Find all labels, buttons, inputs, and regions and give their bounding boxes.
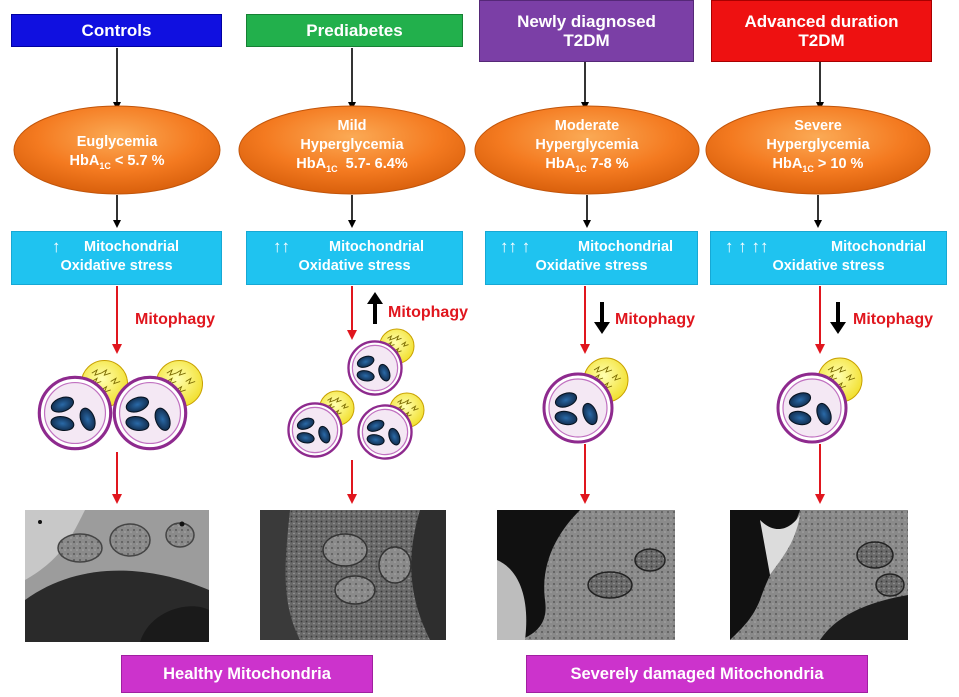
glycemia-label: Euglycemia — [76, 134, 158, 150]
electron-micrograph-advanced-duration — [730, 510, 908, 640]
oxidative-label: Mitochondrial — [329, 239, 425, 255]
glycemia-label: Hyperglycemia — [300, 137, 404, 153]
oxidative-arrows: ↑ ↑ ↑↑ — [725, 237, 769, 256]
hba1c-value: HbA1C > 10 % — [713, 155, 923, 179]
glycemia-label: Severe — [794, 118, 842, 134]
oxidative-arrows: ↑↑ — [273, 237, 290, 256]
oxidative-label: Mitochondrial — [84, 239, 180, 255]
hba-prefix: HbA — [545, 156, 576, 172]
glycemia-ellipse — [474, 105, 700, 195]
oxidative-stress-box-newly-diagnosed: ↑↑ ↑ Mitochondrial Oxidative stress — [485, 231, 698, 285]
oxidative-arrows: ↑ — [52, 237, 61, 256]
hba1c-value: HbA1C < 5.7 % — [17, 152, 217, 176]
header-label: Controls — [81, 21, 152, 40]
header-controls: Controls — [11, 14, 222, 47]
hba1c-value: HbA1C 5.7- 6.4% — [247, 155, 457, 179]
oxidative-arrows: ↑↑ ↑ — [500, 237, 531, 256]
header-prediabetes: Prediabetes — [246, 14, 463, 47]
hba-prefix: HbA — [772, 156, 803, 172]
mitophagy-label: Mitophagy — [135, 311, 215, 328]
header-advanced-duration: Advanced duration T2DM — [711, 0, 932, 62]
glycemia-label: Mild — [337, 118, 367, 134]
hba-prefix: HbA — [296, 156, 327, 172]
damaged-mitochondria-label: Severely damaged Mitochondria — [526, 655, 868, 693]
decrease-arrow-icon — [594, 302, 610, 334]
autophagosome-icon — [542, 357, 629, 444]
hba-subscript: 1C — [326, 163, 338, 174]
hba-subscript: 1C — [575, 163, 587, 174]
hba-subscript: 1C — [802, 163, 814, 174]
autophagosome-icon — [37, 360, 129, 451]
autophagosome-icon — [347, 328, 415, 396]
oxidative-label: Mitochondrial — [831, 239, 927, 255]
header-label: Prediabetes — [306, 21, 403, 40]
oxidative-label: Mitochondrial — [578, 239, 674, 255]
header-label: Newly diagnosed — [517, 12, 656, 31]
oxidative-label: Oxidative stress — [298, 258, 411, 274]
header-label: Advanced duration — [744, 12, 899, 31]
autophagosome-icon — [776, 357, 863, 444]
oxidative-stress-box-controls: ↑ Mitochondrial Oxidative stress — [11, 231, 222, 285]
oxidative-label: Oxidative stress — [535, 258, 648, 274]
autophagosome-icon — [357, 392, 425, 460]
autophagosome-icon — [287, 390, 355, 458]
oxidative-label: Oxidative stress — [772, 258, 885, 274]
electron-micrograph-newly-diagnosed — [497, 510, 675, 640]
glycemia-ellipse — [238, 105, 466, 195]
header-newly-diagnosed: Newly diagnosed T2DM — [479, 0, 694, 62]
hba-threshold: < 5.7 % — [110, 153, 165, 169]
mitophagy-label: Mitophagy — [615, 311, 695, 328]
autophagosome-icon — [112, 360, 203, 451]
glycemia-label: Hyperglycemia — [535, 137, 639, 153]
glycemia-label: Moderate — [554, 118, 620, 134]
header-label: T2DM — [563, 31, 610, 50]
hba-threshold: > 10 % — [813, 156, 864, 172]
increase-arrow-icon — [367, 292, 383, 324]
hba-threshold: 7-8 % — [586, 156, 629, 172]
header-label: T2DM — [798, 31, 845, 50]
hba-subscript: 1C — [99, 160, 111, 171]
glycemia-text-advanced-duration: Severe Hyperglycemia HbA1C > 10 % — [713, 117, 923, 179]
mitophagy-label: Mitophagy — [853, 311, 933, 328]
glycemia-ellipse — [705, 105, 931, 195]
electron-micrograph-controls — [25, 510, 209, 642]
glycemia-text-prediabetes: Mild Hyperglycemia HbA1C 5.7- 6.4% — [247, 117, 457, 179]
glycemia-text-newly-diagnosed: Moderate Hyperglycemia HbA1C 7-8 % — [482, 117, 692, 179]
glycemia-ellipse — [13, 105, 221, 195]
hba-threshold: 5.7- 6.4% — [337, 156, 408, 172]
oxidative-label: Oxidative stress — [60, 258, 173, 274]
electron-micrograph-prediabetes — [260, 510, 446, 640]
hba1c-value: HbA1C 7-8 % — [482, 155, 692, 179]
healthy-mitochondria-label: Healthy Mitochondria — [121, 655, 373, 693]
glycemia-text-controls: Euglycemia HbA1C < 5.7 % — [17, 133, 217, 176]
oxidative-stress-box-prediabetes: ↑↑ Mitochondrial Oxidative stress — [246, 231, 463, 285]
glycemia-label: Hyperglycemia — [766, 137, 870, 153]
autophagosome-illustrations — [37, 328, 863, 460]
decrease-arrow-icon — [830, 302, 846, 334]
hba-prefix: HbA — [69, 153, 100, 169]
mitophagy-label: Mitophagy — [388, 304, 468, 321]
oxidative-stress-box-advanced-duration: ↑ ↑ ↑↑ Mitochondrial Oxidative stress — [710, 231, 947, 285]
